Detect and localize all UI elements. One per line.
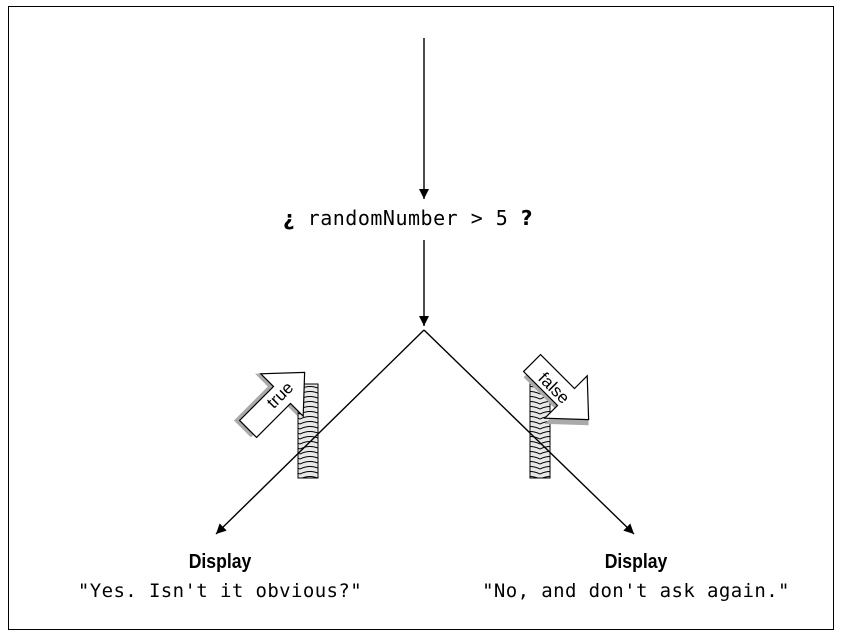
condition-expression: randomNumber > 5 bbox=[307, 206, 509, 230]
false-branch-line bbox=[423, 329, 635, 535]
true-arrow-icon bbox=[233, 371, 306, 439]
condition-text: ¿ randomNumber > 5 ? bbox=[283, 206, 583, 230]
true-branch-line bbox=[215, 329, 425, 535]
false-display-message: "No, and don't ask again." bbox=[482, 580, 790, 602]
true-display-heading: Display bbox=[188, 551, 252, 573]
condition-close-mark: ? bbox=[520, 206, 533, 230]
true-display-message: "Yes. Isn't it obvious?" bbox=[77, 580, 363, 602]
condition-open-mark: ¿ bbox=[283, 206, 296, 230]
false-display-heading: Display bbox=[604, 551, 668, 573]
false-arrow-icon bbox=[522, 353, 590, 426]
